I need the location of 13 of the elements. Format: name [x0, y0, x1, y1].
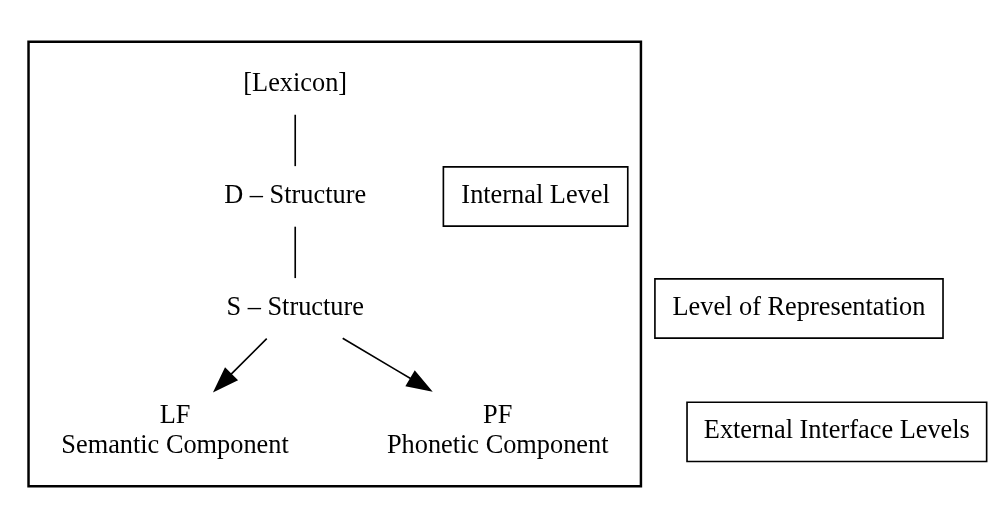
connector — [294, 113, 297, 167]
node-text: PF Phonetic Component — [386, 399, 609, 459]
node-box: External Interface Levels — [686, 400, 988, 462]
node-box: Level of Representation — [654, 277, 944, 339]
cluster — [27, 40, 643, 487]
connector — [294, 225, 297, 279]
node-text: D – Structure — [224, 179, 367, 209]
arrow — [212, 337, 268, 392]
arrow — [341, 336, 433, 392]
node-text: S – Structure — [226, 291, 364, 321]
node-text: LF Semantic Component — [61, 399, 289, 459]
node-text: [Lexicon] — [243, 67, 348, 97]
node-box: Internal Level — [442, 165, 629, 227]
